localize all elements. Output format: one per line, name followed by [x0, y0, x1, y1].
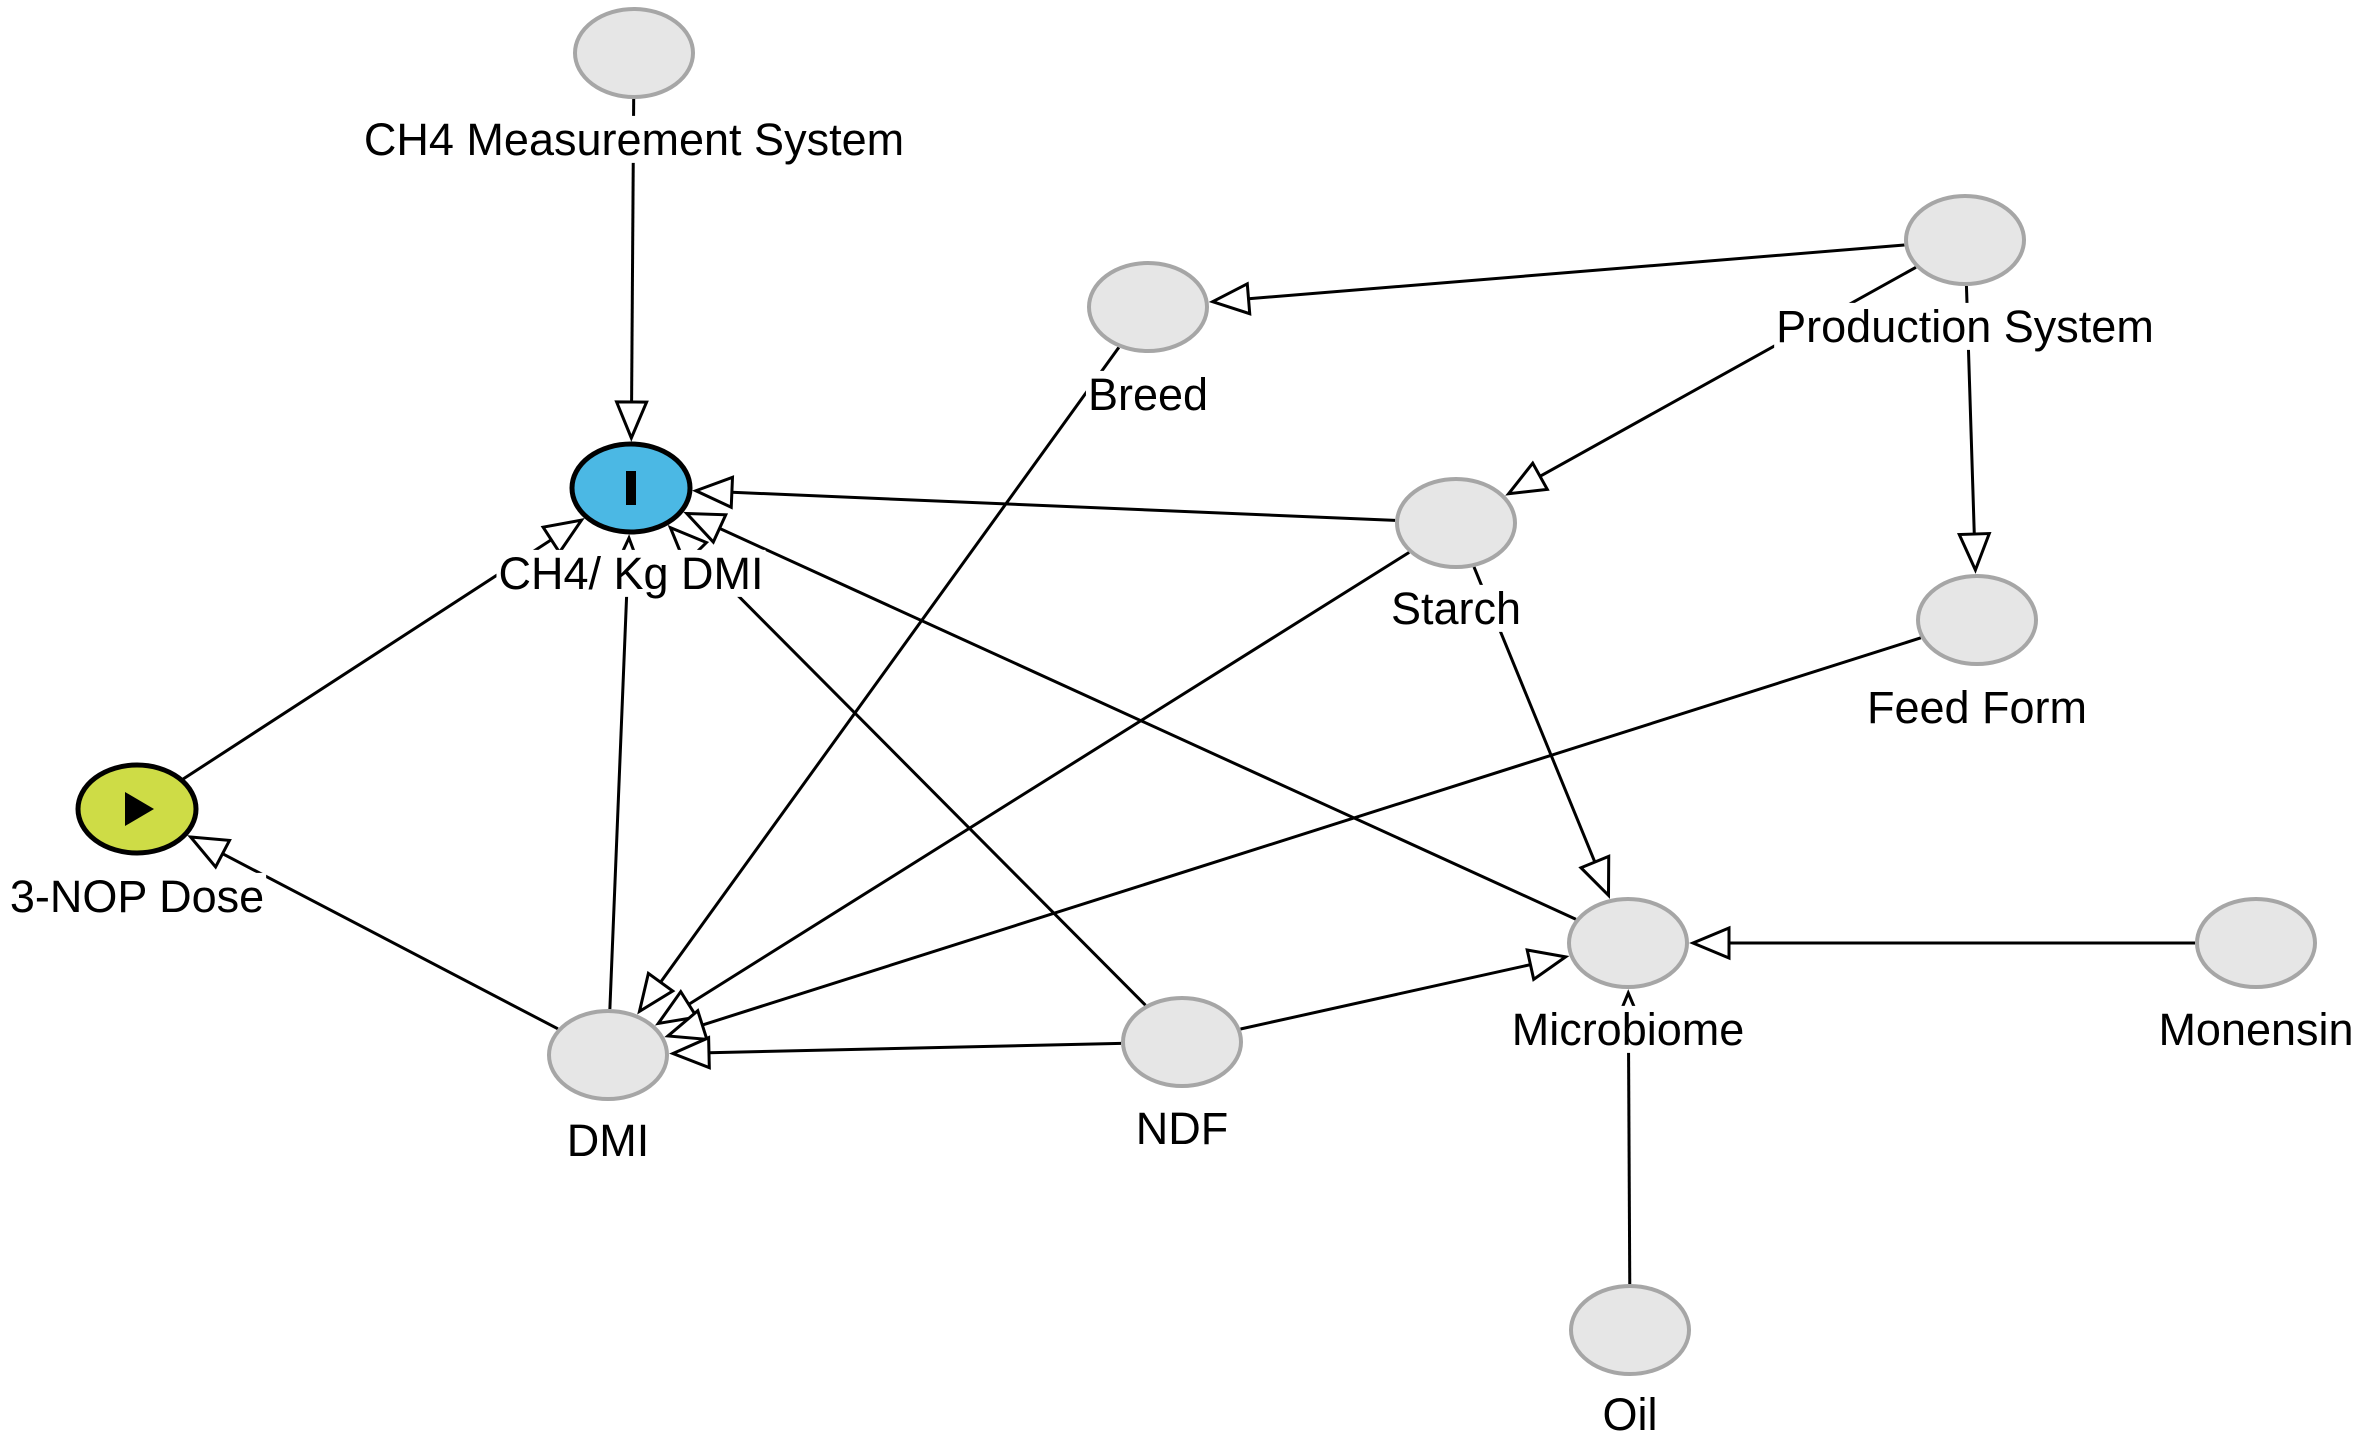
- arrowhead-icon: [614, 400, 649, 442]
- node-feed[interactable]: Feed Form: [1864, 574, 2090, 733]
- node-ch4kg-label: CH4/ Kg DMI: [498, 548, 763, 599]
- node-monensin-label: Monensin: [2158, 1004, 2353, 1055]
- arrowhead-icon: [683, 511, 729, 545]
- arrowhead-icon: [1689, 925, 1731, 961]
- node-ch4kg-label-bg: [496, 549, 766, 597]
- node-dmi-label: DMI: [567, 1115, 650, 1166]
- edge-dmi-to-ch4kg: [608, 534, 645, 1010]
- node-breed-label: Breed: [1088, 369, 1208, 420]
- node-dmi-shape[interactable]: [547, 1009, 669, 1101]
- node-micro-label: Microbiome: [1512, 1004, 1745, 1055]
- node-micro-shape[interactable]: [1567, 897, 1689, 989]
- node-nop-label: 3-NOP Dose: [10, 871, 264, 922]
- edge-prod-to-starch: [1505, 265, 1917, 496]
- node-monensin-shape[interactable]: [2195, 897, 2317, 989]
- node-oil-label-bg: [1600, 1390, 1660, 1438]
- node-oil[interactable]: Oil: [1569, 1284, 1691, 1440]
- node-micro-label-bg: [1509, 1005, 1747, 1053]
- arrowhead-icon: [1525, 948, 1570, 982]
- edge-prod-to-breed: [1208, 243, 1905, 316]
- arrowhead-icon: [654, 988, 700, 1026]
- node-starch-shape[interactable]: [1395, 477, 1517, 569]
- edge-nop-to-ch4kg: [182, 518, 585, 781]
- node-feed-label: Feed Form: [1867, 682, 2087, 733]
- node-dmi-label-bg: [564, 1116, 652, 1164]
- edge-monensin-to-micro: [1689, 925, 2195, 961]
- play-icon: [125, 792, 154, 826]
- arrowhead-icon: [669, 1035, 711, 1070]
- node-nop-label-bg: [7, 872, 267, 920]
- outcome-bar-icon: [626, 471, 636, 505]
- node-feed-label-bg: [1864, 683, 2090, 731]
- node-monensin[interactable]: Monensin: [2156, 897, 2356, 1055]
- node-ndf[interactable]: NDF: [1121, 996, 1243, 1154]
- node-ndf-label: NDF: [1136, 1103, 1228, 1154]
- edge-breed-to-dmi: [637, 346, 1121, 1015]
- edge-ndf-to-micro: [1240, 948, 1570, 1031]
- node-monensin-label-bg: [2156, 1005, 2356, 1053]
- node-oil-label: Oil: [1603, 1389, 1658, 1440]
- node-oil-shape[interactable]: [1569, 1284, 1691, 1376]
- node-ch4kg[interactable]: CH4/ Kg DMI: [496, 441, 766, 599]
- arrowhead-icon: [692, 475, 735, 510]
- node-feed-shape[interactable]: [1916, 574, 2038, 666]
- node-breed-shape[interactable]: [1087, 261, 1209, 353]
- node-dmi[interactable]: DMI: [547, 1009, 669, 1166]
- node-prod-label: Production System: [1776, 301, 2154, 352]
- arrowhead-icon: [1505, 460, 1550, 496]
- edge-dmi-to-nop: [187, 835, 559, 1031]
- node-ch4ms[interactable]: CH4 Measurement System: [361, 7, 907, 165]
- node-ch4ms-shape[interactable]: [573, 7, 695, 99]
- node-nop[interactable]: 3-NOP Dose: [7, 762, 267, 922]
- edge-starch-to-dmi: [654, 551, 1410, 1026]
- node-prod-shape[interactable]: [1904, 194, 2026, 286]
- node-ndf-label-bg: [1133, 1104, 1231, 1152]
- node-breed-label-bg: [1085, 370, 1211, 418]
- edge-starch-to-ch4kg: [692, 475, 1396, 522]
- node-starch[interactable]: Starch: [1388, 477, 1524, 634]
- edge-ndf-to-dmi: [669, 1035, 1122, 1070]
- node-ndf-shape[interactable]: [1121, 996, 1243, 1088]
- edge-feed-to-dmi: [664, 636, 1922, 1042]
- edge-micro-to-ch4kg: [683, 511, 1577, 921]
- arrowhead-icon: [1956, 531, 1992, 574]
- node-ch4ms-label: CH4 Measurement System: [364, 114, 904, 165]
- edge-ndf-to-ch4kg: [667, 524, 1147, 1007]
- node-ch4ms-label-bg: [361, 115, 907, 163]
- arrowhead-icon: [1578, 854, 1611, 899]
- node-starch-label-bg: [1388, 584, 1524, 632]
- node-micro[interactable]: Microbiome: [1509, 897, 1747, 1055]
- node-breed[interactable]: Breed: [1085, 261, 1211, 420]
- arrowhead-icon: [540, 518, 585, 556]
- arrowhead-icon: [187, 835, 232, 870]
- arrowhead-icon: [1208, 281, 1252, 316]
- node-prod[interactable]: Production System: [1774, 194, 2156, 352]
- node-starch-label: Starch: [1391, 583, 1521, 634]
- node-prod-label-bg: [1774, 302, 2156, 350]
- arrowhead-icon: [637, 970, 676, 1015]
- arrowhead-icon: [664, 1008, 709, 1042]
